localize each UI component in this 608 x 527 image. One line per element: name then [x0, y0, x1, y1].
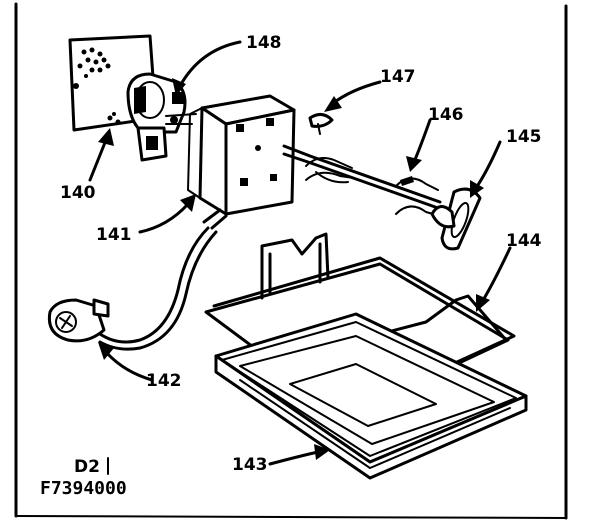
- diagram-id: D2: [74, 457, 100, 477]
- part-code: F7394000: [40, 478, 127, 499]
- callout-142: 142: [146, 371, 182, 391]
- callout-148: 148: [246, 33, 282, 53]
- footer: D2 F7394000: [40, 457, 127, 499]
- callout-144: 144: [506, 231, 542, 251]
- callout-143: 143: [232, 455, 268, 475]
- callout-141: 141: [96, 225, 132, 245]
- leader-lines: [88, 40, 512, 466]
- callout-145: 145: [506, 127, 542, 147]
- part-143-drip-pan: [214, 312, 528, 480]
- part-142-power-cord: [47, 208, 228, 351]
- callout-147: 147: [380, 67, 416, 87]
- part-145-spit-handle: [430, 187, 482, 251]
- callout-140: 140: [60, 183, 96, 203]
- part-141-gearbox-housing: [187, 94, 296, 216]
- callout-146: 146: [428, 105, 464, 125]
- part-146-spit-forks: [282, 144, 442, 217]
- part-148-motor-assembly: [126, 72, 197, 162]
- diagram-frame: [14, 2, 568, 520]
- part-147-screw: [308, 113, 334, 135]
- callout-labels: 148 140 141 147 146 145 144 142 143: [60, 33, 542, 475]
